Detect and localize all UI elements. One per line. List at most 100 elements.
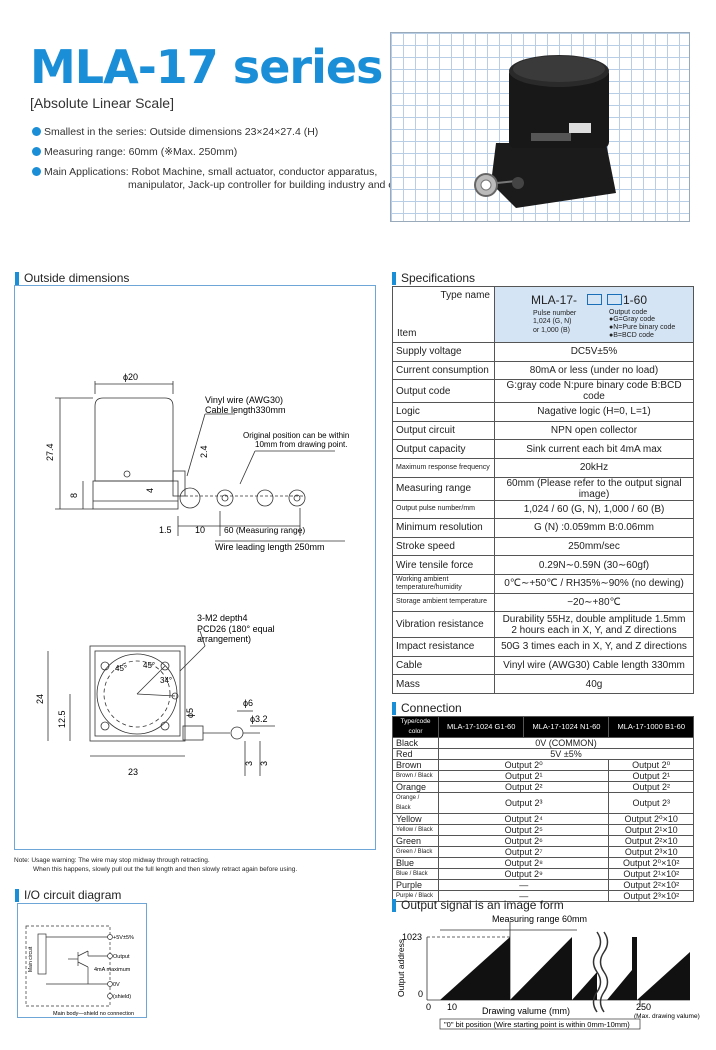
conn-value-b: Output 2³×10² — [608, 890, 694, 902]
main-circuit-label: Main circuit — [28, 946, 34, 972]
wire-color: Yellow / Black — [392, 824, 439, 836]
dim-d32: ϕ3.2 — [250, 714, 268, 724]
x-zero-label: 0 — [426, 1002, 431, 1012]
label-pcd-1: PCD26 (180° equal — [197, 624, 275, 634]
dim-h8: 8 — [69, 493, 79, 498]
conn-value-gn: Output 2⁵ — [437, 824, 610, 836]
conn-value-gn: Output 2³ — [437, 792, 610, 814]
spec-header-left: Type name Item — [393, 287, 495, 342]
bullet-apps: Main Applications: Robot Machine, small … — [32, 166, 377, 178]
spec-label: Output pulse number/mm — [392, 499, 495, 520]
spec-value: G (N) :0.059mm B:0.06mm — [494, 518, 694, 538]
spec-label: Output code — [392, 379, 495, 404]
label-vinyl-1: Vinyl wire (AWG30) — [205, 395, 283, 405]
spec-value: Nagative logic (H=0, L=1) — [494, 402, 694, 422]
spec-value: DC5V±5% — [494, 342, 694, 362]
spec-label: Working ambient temperature/humidity — [392, 573, 495, 594]
conn-header-n: MLA-17-1024 N1-60 — [523, 716, 610, 738]
io-circuit-drawing: Main circuit +5V±5% Output 4mA maximum 0… — [25, 925, 134, 1017]
conn-value-gn: Output 2² — [437, 781, 610, 793]
spec-label: Supply voltage — [392, 342, 495, 362]
output-code-label: Output code — [609, 309, 648, 316]
spec-label: Current consumption — [392, 360, 495, 381]
conn-value-gn: Output 2⁰ — [437, 759, 610, 771]
wire-color: Green / Black — [392, 846, 439, 858]
output-signal-svg: Measuring range 60mm 1023 0 Output addre… — [396, 914, 700, 1030]
code-n: ●N=Pure binary code — [609, 324, 676, 331]
spec-label: Wire tensile force — [392, 555, 495, 575]
signal-ramp-5 — [637, 952, 690, 1000]
model-suffix: 1-60 — [623, 293, 648, 307]
spec-label: Measuring range — [392, 476, 495, 501]
connection-row: Purple / Black—Output 2³×10² — [392, 890, 694, 902]
conn-value-gn: — — [437, 879, 610, 891]
bullet-apps-cont: manipulator, Jack-up controller for buil… — [128, 179, 406, 191]
label-vinyl-2: Cable length330mm — [205, 405, 286, 415]
bullet-icon — [32, 147, 41, 156]
io-circuit-heading: I/O circuit diagram — [15, 888, 121, 902]
item-label: Item — [397, 328, 417, 339]
spec-label: Cable — [392, 655, 495, 676]
dim-w23: 23 — [128, 767, 138, 777]
usage-note-1: Note: Usage warning: The wire may stop m… — [14, 857, 210, 864]
conn-value-gn: Output 2¹ — [437, 770, 610, 782]
spec-label: Minimum resolution — [392, 518, 495, 538]
ma-label: 4mA maximum — [94, 967, 131, 973]
model-name: MLA-17- — [531, 293, 578, 307]
plus5-label: +5V±5% — [113, 935, 134, 941]
code-box — [607, 294, 622, 305]
specifications-heading: Specifications — [392, 271, 475, 285]
pulse-values: 1,024 (G, N) — [533, 318, 572, 325]
dimension-drawing: ϕ20 Vinyl wire (AWG30) Cable length330mm… — [35, 372, 349, 777]
conn-value-b: Output 2⁰×10 — [608, 813, 694, 825]
output-signal-chart: Measuring range 60mm 1023 0 Output addre… — [392, 912, 702, 1034]
spec-label: Output circuit — [392, 420, 495, 441]
conn-value-gn: Output 2⁴ — [437, 813, 610, 825]
conn-value-gn: Output 2⁷ — [437, 846, 610, 858]
angle-45a: 45° — [115, 664, 127, 673]
dim-h24: 2.4 — [199, 445, 209, 458]
conn-value-b: Output 2³ — [608, 792, 694, 814]
connection-row: Purple—Output 2²×10² — [392, 879, 694, 891]
x-250-label: 250 — [636, 1002, 651, 1012]
code-g: ●G=Gray code — [609, 316, 656, 323]
type-name-label: Type name — [440, 290, 490, 301]
label-m2: 3-M2 depth4 — [197, 613, 248, 623]
conn-value-all: 5V ±5% — [438, 748, 694, 760]
signal-ramp-3 — [572, 972, 597, 1000]
wire-color: Purple / Black — [392, 890, 439, 902]
measuring-range-label: Measuring range 60mm — [492, 914, 587, 924]
spec-label: Maximum response frequency — [392, 457, 495, 478]
x-ten-label: 10 — [447, 1002, 457, 1012]
wire-color: Yellow — [392, 813, 439, 825]
max-drawing-label: (Max. drawing valume) — [634, 1013, 700, 1020]
y-zero-label: 0 — [418, 989, 423, 999]
spec-value: 250mm/sec — [494, 536, 694, 557]
spec-label: Storage ambient temperature — [392, 592, 495, 613]
conn-value-b: Output 2¹×10 — [608, 824, 694, 836]
spec-label: Mass — [392, 674, 495, 694]
bullet-size: Smallest in the series: Outside dimensio… — [32, 126, 318, 138]
conn-value-b: Output 2²×10² — [608, 879, 694, 891]
spec-label: Impact resistance — [392, 637, 495, 657]
dim-w125: 12.5 — [57, 710, 67, 728]
product-photo — [390, 32, 690, 222]
wire-color: Green — [392, 835, 439, 847]
dim-h4: 4 — [145, 488, 155, 493]
